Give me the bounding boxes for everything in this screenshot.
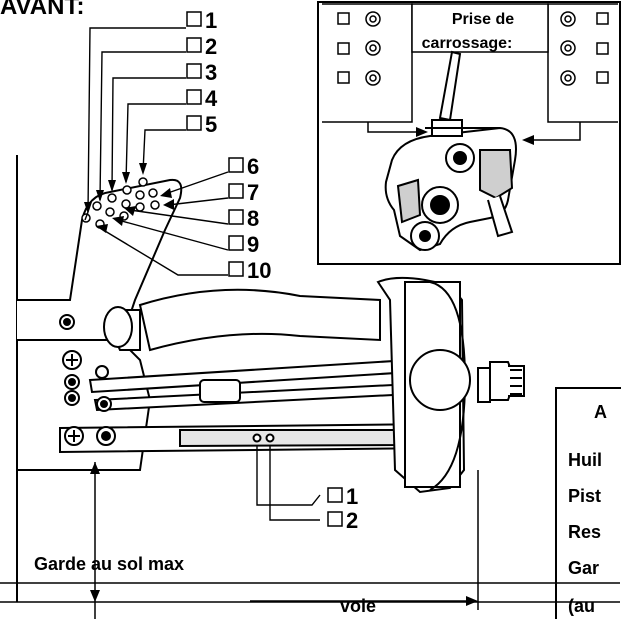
side-panel-line-5: (au [568, 596, 595, 616]
upper-leaders [84, 27, 229, 276]
side-panel-line-1: Huil [568, 450, 602, 470]
label-upper-5: 5 [205, 112, 217, 137]
label-lower-2: 2 [346, 508, 358, 533]
label-upper-2: 2 [205, 34, 217, 59]
label-upper-6: 6 [247, 154, 259, 179]
label-lower-1: 1 [346, 484, 358, 509]
label-upper-4: 4 [205, 86, 218, 111]
camber-inset: Prise de carrossage: [317, 1, 621, 265]
ground-clearance-label: Garde au sol max [34, 554, 184, 574]
dimension-lines [0, 462, 620, 619]
lower-leaders [256, 446, 321, 521]
lower-label-list: 1 2 [327, 484, 358, 533]
label-upper-1: 1 [205, 8, 217, 33]
heading: AVANT: [0, 0, 84, 20]
inset-title-2: carrossage: [422, 35, 513, 52]
hub-carrier-drawing [384, 50, 517, 252]
chassis-drawing [16, 155, 525, 602]
upper-label-list: 1 2 3 4 5 6 7 8 9 10 [186, 8, 271, 283]
inset-left-holes [337, 11, 381, 86]
inset-right-holes [560, 11, 609, 86]
label-upper-3: 3 [205, 60, 217, 85]
track-label: voie [340, 596, 376, 616]
label-upper-8: 8 [247, 206, 259, 231]
side-panel-line-4: Gar [568, 558, 599, 578]
upper-arrowheads [84, 163, 174, 233]
label-upper-9: 9 [247, 232, 259, 257]
side-panel-line-2: Pist [568, 486, 601, 506]
side-panel-heading: A [594, 402, 607, 422]
inset-title-1: Prise de [452, 11, 514, 28]
dimension-arrows [90, 462, 478, 606]
shock-tower-holes [81, 177, 160, 229]
side-panel-line-3: Res [568, 522, 601, 542]
label-upper-7: 7 [247, 180, 259, 205]
label-upper-10: 10 [247, 258, 271, 283]
side-panel: A Huil Pist Res Gar (au [555, 387, 621, 619]
